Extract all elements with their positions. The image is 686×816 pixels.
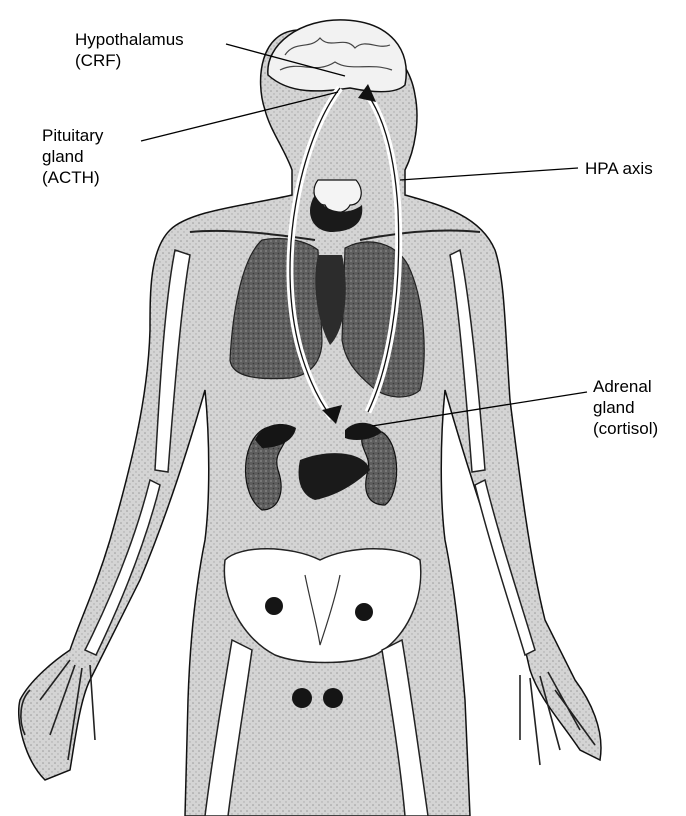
- adrenal-hormone: (cortisol): [593, 419, 658, 438]
- pituitary-hormone: (ACTH): [42, 168, 100, 187]
- label-adrenal: Adrenal gland (cortisol): [593, 376, 658, 439]
- brain: [268, 20, 406, 92]
- gonad-left: [292, 688, 312, 708]
- adrenal-line2: gland: [593, 398, 635, 417]
- adrenal-line1: Adrenal: [593, 377, 652, 396]
- hpa-name: HPA axis: [585, 159, 653, 178]
- label-hypothalamus: Hypothalamus (CRF): [75, 29, 184, 71]
- hypothalamus-hormone: (CRF): [75, 51, 121, 70]
- label-pituitary: Pituitary gland (ACTH): [42, 125, 103, 188]
- ovary-right: [355, 603, 373, 621]
- pituitary-line2: gland: [42, 147, 84, 166]
- ovary-left: [265, 597, 283, 615]
- gonad-right: [323, 688, 343, 708]
- pituitary-line1: Pituitary: [42, 126, 103, 145]
- label-hpa-axis: HPA axis: [585, 158, 653, 179]
- leader-hpa: [400, 168, 578, 180]
- hypothalamus-name: Hypothalamus: [75, 30, 184, 49]
